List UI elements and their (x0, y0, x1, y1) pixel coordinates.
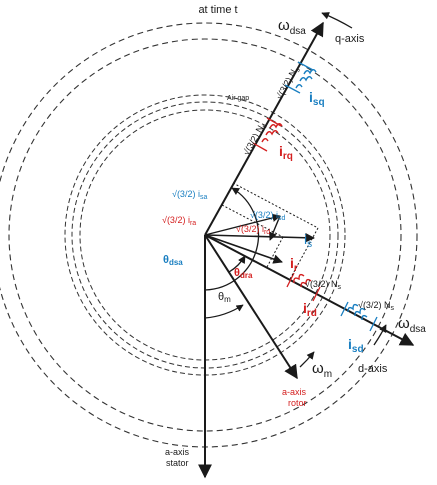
proj-line-4 (266, 236, 284, 268)
i-s-label: is (304, 231, 312, 250)
theta-dra-label: θdra (234, 267, 253, 280)
proj-line-1 (232, 182, 319, 229)
d-tick-4 (369, 316, 378, 332)
coil-q-inner (261, 123, 283, 143)
omega-dsa-right-label: ωdsa (398, 315, 426, 335)
proj-rq-left-label: √(3/2) ira (162, 215, 196, 227)
title: at time t (198, 4, 237, 16)
i-r-vector (204, 234, 283, 264)
omega-m-arc (299, 351, 315, 368)
coil-d-outer (347, 303, 368, 321)
a-axis-rotor-label-2: rotor (288, 398, 307, 408)
omega-dsa-top-label: ωdsa (278, 17, 306, 37)
i-sd-label: isd (348, 336, 364, 355)
coil-d-inner (293, 273, 312, 288)
air-gap-label: Air gap (227, 95, 249, 102)
q-axis-label: q-axis (335, 33, 365, 45)
outer-stator-ring-inner (8, 38, 402, 432)
a-axis-stator-label-1: a-axis (165, 447, 190, 457)
a-axis-rotor-line (204, 234, 298, 380)
coil-d-outer-label: √(3/2) Ns (358, 300, 394, 312)
i-s-component (204, 213, 281, 236)
i-s-vector (204, 232, 315, 243)
i-rd-label: ird (303, 300, 317, 319)
coil-d-inner-label: √(3/2) Ns (305, 279, 341, 291)
proj-rd-mid-label: √(3/2) ird (236, 224, 270, 236)
q-tick-3 (266, 117, 282, 127)
coil-q-outer-label: √(3/2) Ns (274, 64, 302, 102)
d-tick-3 (340, 301, 349, 317)
i-rq-label: irq (279, 143, 293, 162)
theta-m-label: θm (218, 291, 231, 304)
theta-dsa-arc (204, 187, 260, 291)
q-tick-1 (297, 61, 314, 71)
d-tick-1 (286, 272, 295, 288)
q-tick-2 (284, 84, 301, 94)
a-axis-stator-label-2: stator (166, 458, 189, 468)
i-sq-label: isq (309, 89, 325, 108)
theta-dsa-label: θdsa (163, 254, 183, 267)
proj-sd-mid-label: √(3/2) isd (250, 210, 285, 222)
theta-dra-arc (228, 255, 246, 273)
omega-dsa-right-arc (373, 324, 387, 346)
q-axis-line (204, 21, 324, 236)
a-axis-rotor-label-1: a-axis (282, 387, 307, 397)
proj-sq-left-label: √(3/2) isa (172, 189, 207, 201)
d-tick-2 (312, 286, 321, 302)
q-tick-4 (252, 142, 268, 152)
d-axis-line (204, 234, 415, 346)
coil-q-outer (295, 69, 317, 89)
omega-m-label: ωm (312, 360, 332, 380)
theta-m-arc (204, 304, 244, 319)
i-r-label: ir (290, 255, 298, 274)
d-axis-label: d-axis (358, 363, 388, 375)
omega-dsa-top-arc (321, 12, 353, 29)
